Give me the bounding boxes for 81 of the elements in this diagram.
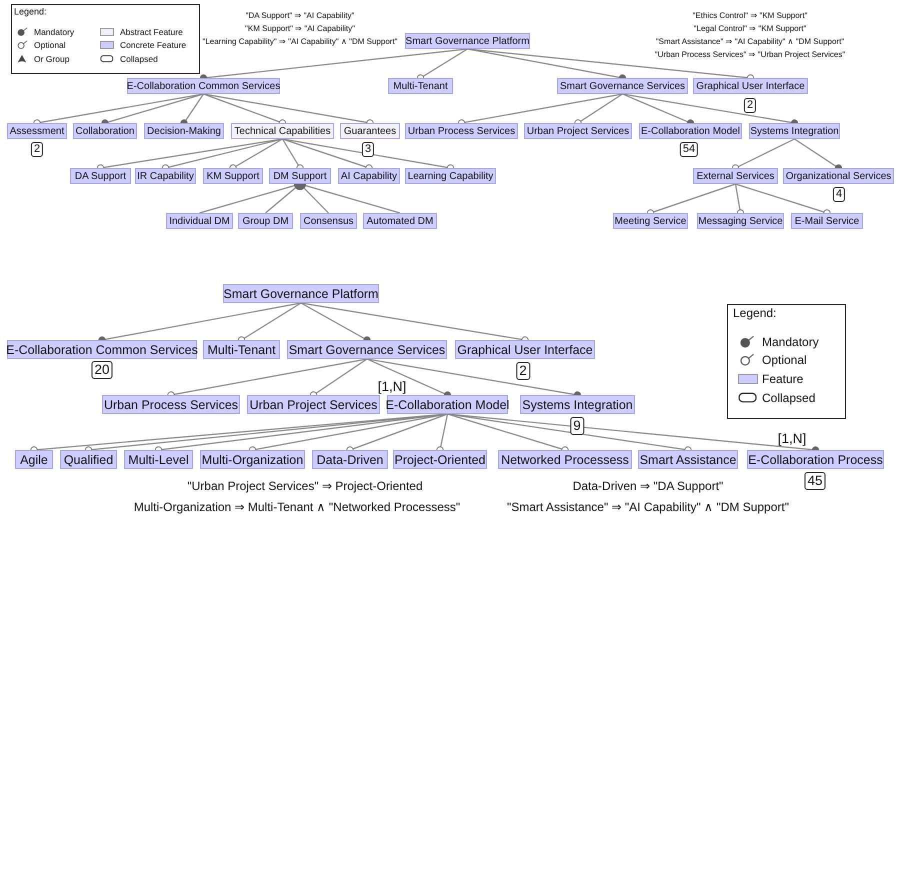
feature-box: Multi-Tenant [203, 340, 280, 359]
feature-box: Assessment [7, 123, 67, 139]
feature-box: Multi-Organization [200, 450, 305, 469]
cardinality-text: [1,N] [778, 432, 806, 446]
legend-text: Optional [762, 354, 807, 366]
feature-box: Automated DM [363, 213, 437, 229]
collapsed-count: 2 [30, 142, 44, 157]
cardinality-text: [1,N] [378, 380, 406, 394]
feature-box: External Services [693, 168, 778, 184]
legend-text: Optional [34, 40, 66, 50]
feature-box: Multi-Tenant [388, 78, 453, 94]
feature-box: Systems Integration [520, 395, 635, 414]
legend-text: Collapsed [120, 54, 158, 64]
constraint-text: Data-Driven ⇒ "DA Support" [572, 480, 724, 492]
collapsed-count: 54 [680, 142, 698, 157]
constraint-text: "Ethics Control" ⇒ "KM Support" [692, 12, 808, 20]
feature-box: KM Support [203, 168, 263, 184]
legend-text: Or Group [34, 54, 70, 64]
feature-box: E-Collaboration Process [747, 450, 884, 469]
constraint-text: "Smart Assistance" ⇒ "AI Capability" ∧ "DM Support" [656, 38, 844, 46]
feature-box: E-Mail Service [791, 213, 863, 229]
feature-box: Organizational Services [783, 168, 894, 184]
legend-text: Mandatory [34, 28, 74, 36]
feature-box: Individual DM [166, 213, 233, 229]
constraint-text: Multi-Organization ⇒ Multi-Tenant ∧ "Networked Processess" [134, 501, 460, 513]
feature-box: Multi-Level [124, 450, 193, 469]
legend-text: Concrete Feature [120, 40, 186, 50]
feature-box: Smart Governance Services [557, 78, 688, 94]
constraint-text: "Urban Project Services" ⇒ Project-Oriented [187, 480, 423, 492]
feature-box: Meeting Service [613, 213, 688, 229]
legend-heading: Legend: [733, 307, 776, 319]
feature-box: Smart Assistance [638, 450, 738, 469]
feature-box: Group DM [238, 213, 293, 229]
feature-box: Messaging Service [697, 213, 784, 229]
collapsed-count: 9 [570, 417, 584, 434]
feature-box: Urban Process Services [405, 123, 518, 139]
feature-box: E-Collaboration Common Services [7, 340, 197, 359]
constraint-text: "Urban Process Services" ⇒ "Urban Project Services" [654, 51, 846, 59]
feature-box: IR Capability [135, 168, 196, 184]
feature-box: Technical Capabilities [231, 123, 334, 139]
constraint-text: "Legal Control" ⇒ "KM Support" [694, 25, 806, 33]
constraint-text: "Learning Capability" ⇒ "AI Capability" ∧ "DM Support" [202, 38, 398, 46]
constraint-text: "Smart Assistance" ⇒ "AI Capability" ∧ "DM Support" [507, 501, 789, 513]
feature-box: Guarantees [340, 123, 400, 139]
feature-box: Learning Capability [405, 168, 496, 184]
feature-box: Agile [15, 450, 53, 469]
feature-box: AI Capability [338, 168, 400, 184]
feature-box: Smart Governance Platform [405, 33, 530, 49]
legend-text: Collapsed [762, 392, 816, 404]
feature-box: Data-Driven [312, 450, 388, 469]
collapsed-count: 3 [362, 142, 374, 157]
feature-box: Graphical User Interface [455, 340, 595, 359]
legend-text: Mandatory [762, 336, 819, 348]
collapsed-count: 2 [516, 362, 530, 380]
legend-heading: Legend: [14, 8, 47, 16]
feature-box: Urban Process Services [102, 395, 240, 414]
feature-box: Urban Project Services [524, 123, 632, 139]
collapsed-count: 45 [804, 472, 826, 490]
collapsed-count: 20 [91, 361, 113, 378]
feature-box: Consensus [300, 213, 357, 229]
collapsed-count: 2 [744, 98, 756, 113]
feature-box: Networked Processess [498, 450, 632, 469]
feature-box: DM Support [269, 168, 331, 184]
feature-box: DA Support [70, 168, 131, 184]
feature-box: E-Collaboration Model [639, 123, 742, 139]
legend-text: Abstract Feature [120, 28, 183, 36]
feature-box: E-Collaboration Model [387, 395, 508, 414]
collapsed-count: 4 [832, 187, 846, 202]
constraint-text: "DA Support" ⇒ "AI Capability" [246, 12, 354, 20]
feature-box: Graphical User Interface [693, 78, 808, 94]
feature-box: Systems Integration [749, 123, 840, 139]
feature-box: Collaboration [73, 123, 137, 139]
legend-text: Feature [762, 373, 804, 385]
feature-box: Qualified [60, 450, 117, 469]
feature-box: Urban Project Services [247, 395, 380, 414]
feature-box: Decision-Making [144, 123, 224, 139]
feature-box: Project-Oriented [393, 450, 487, 469]
constraint-text: "KM Support" ⇒ "AI Capability" [245, 25, 355, 33]
feature-box: Smart Governance Platform [223, 284, 379, 303]
feature-box: E-Collaboration Common Services [127, 78, 280, 94]
feature-box: Smart Governance Services [287, 340, 447, 359]
